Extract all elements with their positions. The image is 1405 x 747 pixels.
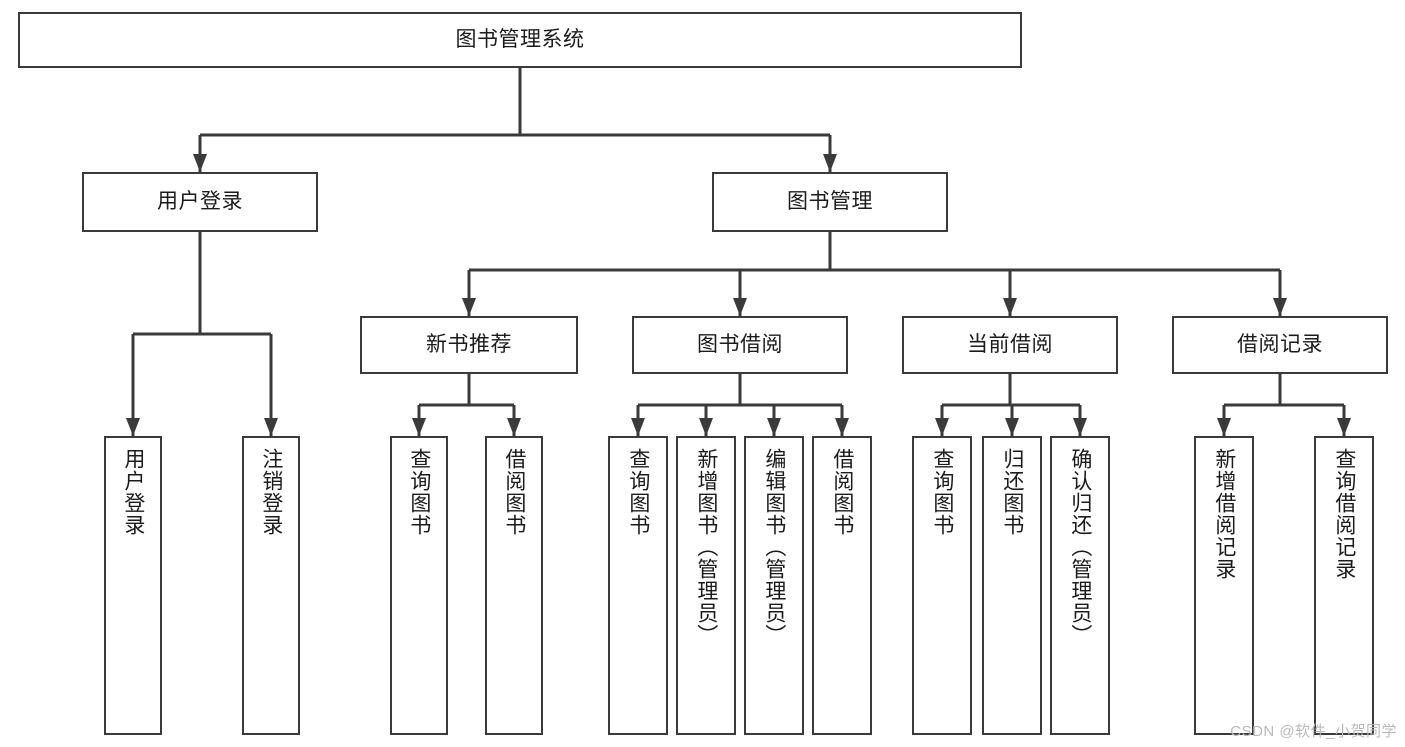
node-label: 查询借阅记录 xyxy=(1332,448,1356,580)
node-label: 确认归还（管理员） xyxy=(1068,448,1092,646)
node-leaf_1[interactable]: 注销登录 xyxy=(242,436,300,735)
node-l2_0[interactable]: 新书推荐 xyxy=(360,316,578,374)
node-leaf_5[interactable]: 新增图书（管理员） xyxy=(676,436,736,735)
node-label: 借阅图书 xyxy=(502,448,526,536)
node-label: 查询图书 xyxy=(407,448,431,536)
node-label: 用户登录 xyxy=(157,190,243,214)
node-label: 注销登录 xyxy=(259,448,283,536)
node-leaf_7[interactable]: 借阅图书 xyxy=(812,436,872,735)
node-leaf_2[interactable]: 查询图书 xyxy=(390,436,448,735)
node-label: 当前借阅 xyxy=(967,333,1053,357)
node-label: 新书推荐 xyxy=(426,333,512,357)
csdn-watermark: CSDN @软件_小贺同学 xyxy=(1230,723,1397,740)
node-label: 查询图书 xyxy=(930,448,954,536)
node-leaf_8[interactable]: 查询图书 xyxy=(912,436,972,735)
node-label: 归还图书 xyxy=(1000,448,1024,536)
node-l2_3[interactable]: 借阅记录 xyxy=(1172,316,1388,374)
node-label: 新增借阅记录 xyxy=(1212,448,1236,580)
node-root[interactable]: 图书管理系统 xyxy=(18,12,1022,68)
node-leaf_9[interactable]: 归还图书 xyxy=(982,436,1042,735)
node-leaf_6[interactable]: 编辑图书（管理员） xyxy=(744,436,804,735)
node-label: 借阅图书 xyxy=(830,448,854,536)
node-label: 图书借阅 xyxy=(697,333,783,357)
node-label: 图书管理 xyxy=(787,190,873,214)
node-l2_1[interactable]: 图书借阅 xyxy=(632,316,848,374)
node-leaf_3[interactable]: 借阅图书 xyxy=(485,436,543,735)
node-l2_2[interactable]: 当前借阅 xyxy=(902,316,1118,374)
node-leaf_10[interactable]: 确认归还（管理员） xyxy=(1050,436,1110,735)
node-leaf_11[interactable]: 新增借阅记录 xyxy=(1194,436,1254,735)
node-leaf_0[interactable]: 用户登录 xyxy=(104,436,162,735)
node-label: 用户登录 xyxy=(121,448,145,536)
node-label: 编辑图书（管理员） xyxy=(762,448,786,646)
node-label: 图书管理系统 xyxy=(455,28,585,52)
node-leaf_4[interactable]: 查询图书 xyxy=(608,436,668,735)
node-label: 借阅记录 xyxy=(1237,333,1323,357)
node-label: 查询图书 xyxy=(626,448,650,536)
node-label: 新增图书（管理员） xyxy=(694,448,718,646)
node-l1_1[interactable]: 图书管理 xyxy=(712,172,948,232)
node-l1_0[interactable]: 用户登录 xyxy=(82,172,318,232)
node-leaf_12[interactable]: 查询借阅记录 xyxy=(1314,436,1374,735)
